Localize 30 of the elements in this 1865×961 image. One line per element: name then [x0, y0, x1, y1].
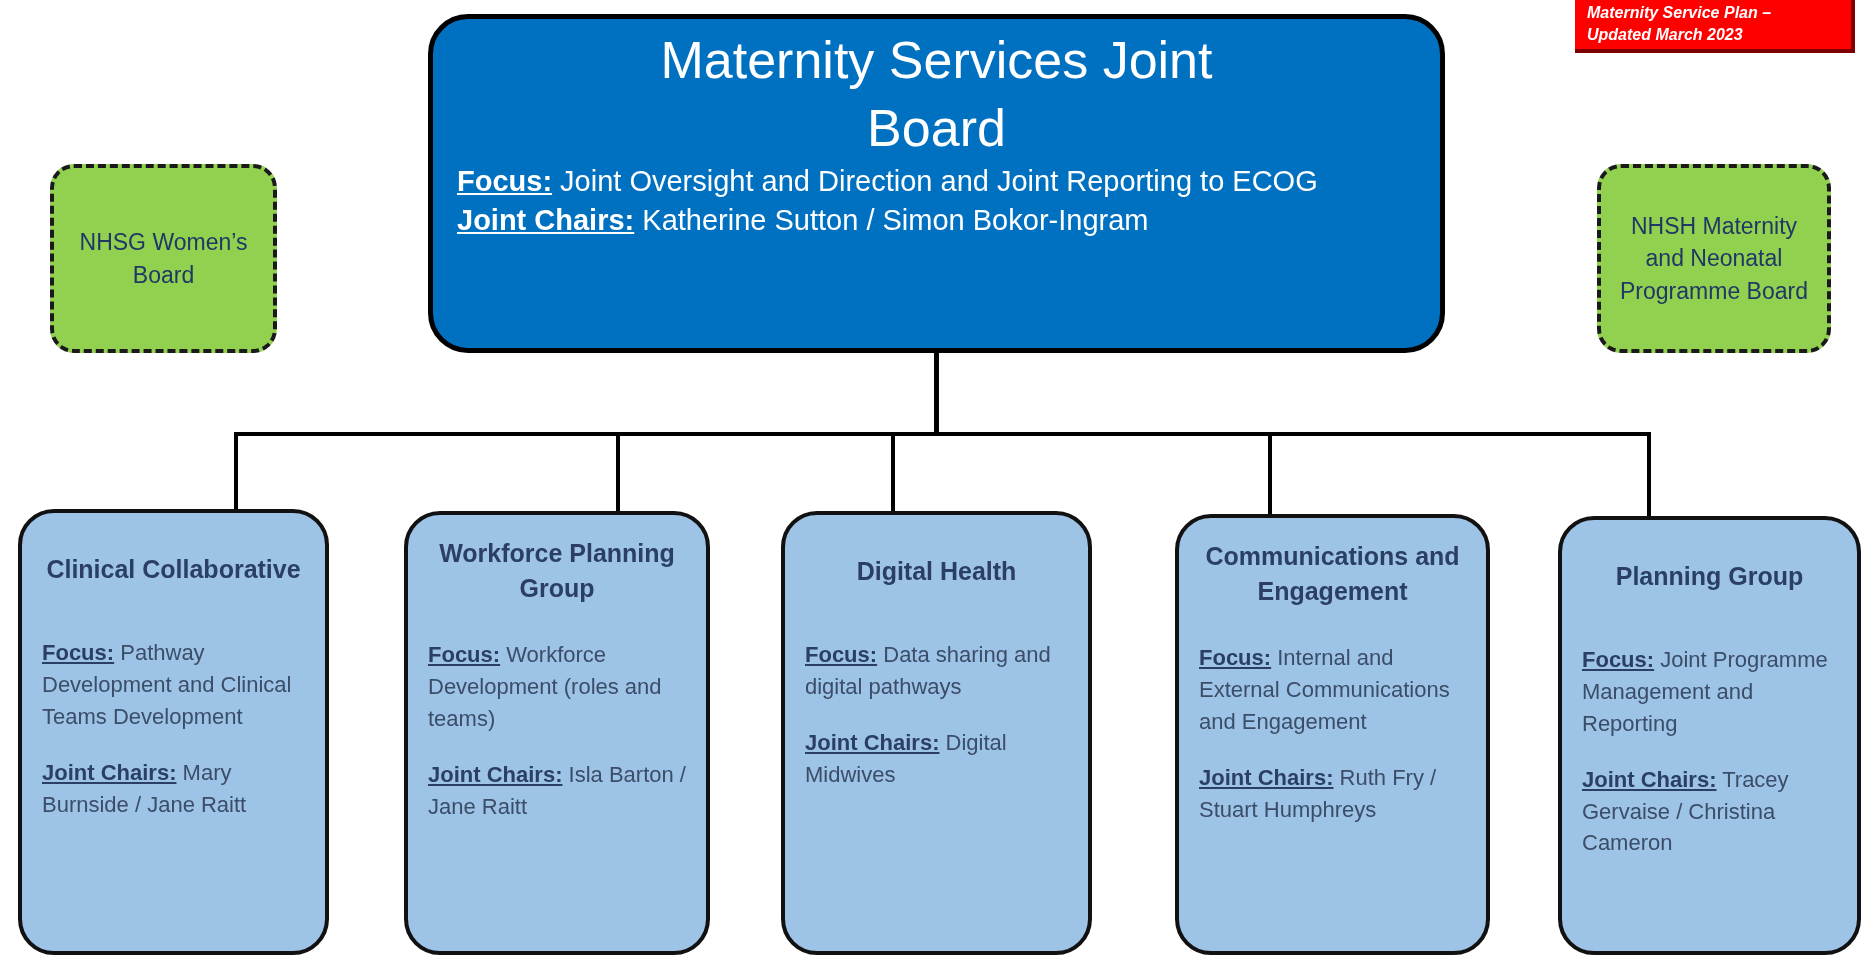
box-heading: Maternity Services Joint Board [659, 30, 1214, 159]
box-description: Joint Chairs: Ruth Fry / Stuart Humphreys [1199, 763, 1438, 824]
box-description: Focus: Workforce Development (roles and teams) [428, 641, 663, 733]
group-box [1558, 516, 1861, 955]
box-description: Joint Chairs: Tracey Gervaise / Christina Cameron [1582, 765, 1790, 858]
box-heading: Workforce Planning Group [438, 538, 676, 604]
box-description: Focus: Data sharing and digital pathways [805, 641, 1052, 701]
group-box [404, 511, 710, 955]
group-box [18, 509, 329, 955]
box-heading: Digital Health [855, 555, 1018, 587]
box-heading: NHSH Maternity and Neonatal Programme Board [1619, 212, 1809, 306]
box-heading: NHSG Women’s Board [78, 228, 249, 290]
box-description: Focus: Pathway Development and Clinical Teams Development [42, 639, 293, 731]
box-description: Joint Chairs: Isla Barton / Jane Raitt [428, 760, 686, 821]
box-description: Focus: Joint Oversight and Direction and Joint Reporting to ECOG [457, 164, 1319, 200]
box-description: Focus: Joint Programme Management and Reporting [1582, 646, 1829, 738]
box-heading: Planning Group [1614, 560, 1805, 592]
box-description: Focus: Internal and External Communications and Engagement [1199, 644, 1451, 736]
box-heading: Clinical Collaborative [45, 553, 302, 585]
connector-line [934, 353, 1651, 516]
box-description: Joint Chairs: Katherine Sutton / Simon Bokor-Ingram [457, 203, 1150, 239]
box-heading: Communications and Engagement [1204, 541, 1461, 607]
group-box [781, 511, 1092, 955]
box-description: Joint Chairs: Digital Midwives [805, 728, 1008, 789]
board-box [1597, 164, 1831, 353]
box-description: Joint Chairs: Mary Burnside / Jane Raitt [42, 758, 248, 819]
board-box [50, 164, 277, 353]
group-box [1175, 514, 1490, 955]
update-note: Maternity Service Plan – Updated March 2023 [1575, 0, 1855, 53]
board-box [428, 14, 1445, 353]
